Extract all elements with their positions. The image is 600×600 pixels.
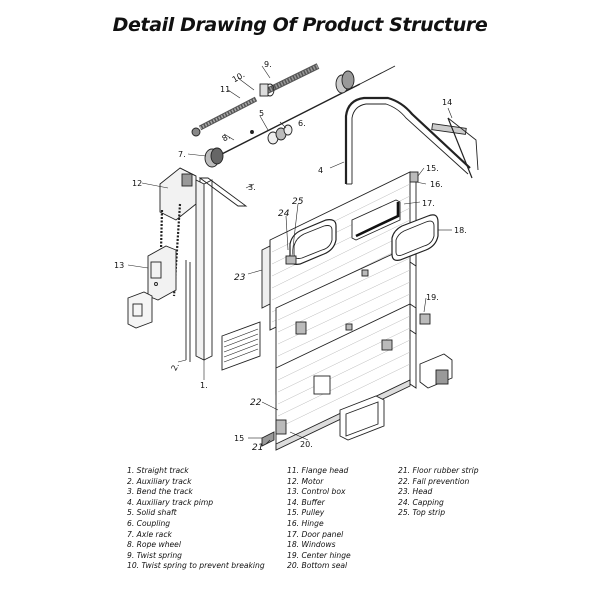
legend-item: 21. Floor rubber strip (398, 466, 479, 475)
twist-spring (263, 63, 320, 95)
callout-12: 12 (132, 179, 142, 188)
callout-13: 13 (114, 261, 124, 270)
bottom-bracket (339, 395, 385, 441)
legend-item: 3. Bend the track (127, 487, 193, 497)
legend-item: 4. Auxiliary track pimp (127, 497, 214, 507)
flange-head (259, 83, 275, 97)
legend-item: 5. Solid shaft (127, 508, 177, 518)
legend-item: 15. Pulley (287, 508, 325, 518)
legend-column-2: 11. Flange head 12. Motor 13. Control bo… (287, 466, 351, 572)
callout-18: 18. (454, 226, 467, 235)
callout-3: 3. (248, 183, 256, 192)
window (289, 219, 337, 265)
straight-track (195, 179, 213, 361)
callout-17: 17. (422, 199, 435, 208)
twist-spring-left (198, 96, 258, 131)
control-box (147, 245, 177, 301)
legend-column-1: 1. Straight track 2. Auxiliary track 3. … (127, 466, 265, 572)
wall-switch (127, 291, 153, 329)
window-loose (391, 214, 439, 261)
legend-item: 6. Coupling (127, 518, 171, 528)
callout-9: 9. (264, 60, 272, 69)
legend-item: 11. Flange head (287, 466, 349, 475)
callout-4: 4 (318, 166, 323, 175)
rope-wheel-left (204, 147, 224, 168)
callout-15b: 15 (234, 434, 244, 443)
legend-column-3: 21. Floor rubber strip 22. Fall preventi… (398, 466, 479, 519)
callout-22: 22 (250, 398, 262, 408)
legend-item: 9. Twist spring (127, 550, 182, 560)
hinges (275, 171, 431, 435)
callout-8: 8. (221, 132, 232, 144)
legend-item: 1. Straight track (127, 466, 189, 475)
head-strip (261, 245, 271, 309)
bend-track-right (344, 96, 471, 185)
callout-20: 20. (300, 440, 313, 449)
auxiliary-track (185, 260, 191, 362)
callout-21: 21 (252, 443, 263, 453)
solid-shaft (209, 83, 361, 161)
callout-11: 11 (220, 85, 230, 94)
callout-2: 2. (169, 361, 181, 372)
callout-23: 23 (234, 273, 246, 283)
callout-24: 24 (278, 209, 290, 219)
legend-item: 19. Center hinge (287, 550, 351, 560)
coupling (267, 124, 293, 145)
legend-item: 2. Auxiliary track (127, 476, 192, 486)
legend-item: 10. Twist spring to prevent breaking (127, 561, 265, 571)
legend-item: 8. Rope wheel (127, 540, 181, 550)
buffer (431, 117, 479, 179)
floor-rubber-strip (261, 431, 275, 447)
legend-item: 16. Hinge (287, 518, 324, 528)
legend-item: 25. Top strip (398, 508, 446, 518)
coupling-left (191, 127, 201, 137)
vent-grille (221, 321, 261, 371)
legend-item: 20. Bottom seal (287, 561, 348, 571)
rope-wheel-right (335, 70, 355, 94)
legend-item: 7. Axle rack (127, 529, 172, 539)
motor (159, 167, 197, 221)
legend-item: 12. Motor (287, 476, 324, 486)
leader-lines (127, 65, 453, 445)
legend-item: 17. Door panel (287, 529, 344, 539)
legend-item: 22. Fall prevention (398, 476, 470, 486)
legend-item: 14. Buffer (287, 497, 325, 507)
callout-1: 1. (200, 381, 208, 390)
callout-19: 19. (426, 293, 439, 302)
callout-5: 5 (259, 109, 264, 118)
diagram-title: Detail Drawing Of Product Structure (112, 14, 488, 36)
end-cap (419, 353, 453, 389)
callout-15a: 15. (426, 164, 439, 173)
legend-item: 24. Capping (398, 497, 444, 507)
callout-25: 25 (292, 197, 304, 207)
callout-14: 14 (442, 98, 452, 107)
callout-16: 16. (430, 180, 443, 189)
window-dark (351, 199, 401, 241)
legend-item: 18. Windows (287, 540, 336, 550)
callout-6: 6. (298, 119, 306, 128)
legend-item: 13. Control box (287, 487, 346, 497)
callout-7: 7. (178, 150, 186, 159)
legend-item: 23. Head (398, 487, 433, 497)
